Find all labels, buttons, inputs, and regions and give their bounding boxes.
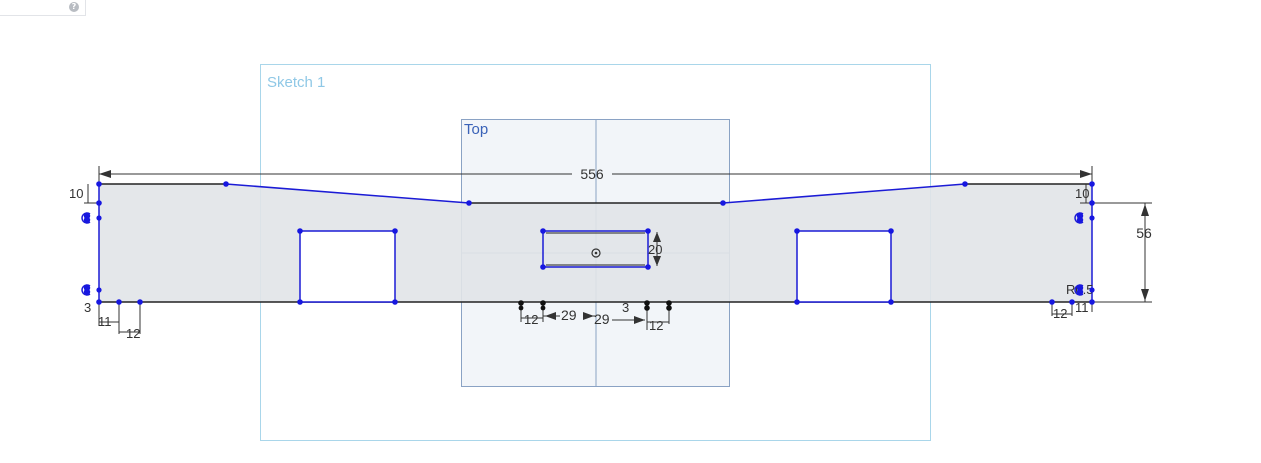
dimension-height-label[interactable]: 56 xyxy=(1136,225,1152,241)
point xyxy=(297,299,303,305)
point xyxy=(794,228,800,234)
point xyxy=(794,299,800,305)
point xyxy=(1089,181,1095,187)
origin-point[interactable] xyxy=(591,248,601,258)
help-icon[interactable]: ? xyxy=(69,2,79,12)
dimension-left-top-offset[interactable] xyxy=(84,184,97,204)
sketch-label[interactable]: Sketch 1 xyxy=(267,74,325,91)
point xyxy=(96,215,102,221)
left-cutout[interactable] xyxy=(299,230,396,303)
point xyxy=(666,300,672,306)
left-fillet-group[interactable] xyxy=(81,212,91,296)
dimension-center-bottom[interactable] xyxy=(520,304,670,330)
slope-edge-right[interactable] xyxy=(722,183,966,204)
point xyxy=(1069,299,1075,305)
help-panel: ? xyxy=(0,0,86,16)
dimension-right-gaps[interactable] xyxy=(1051,304,1093,316)
point xyxy=(1089,215,1095,221)
origin-dot xyxy=(594,251,598,255)
center-slot[interactable] xyxy=(542,230,649,268)
point xyxy=(1089,287,1095,293)
point xyxy=(1089,299,1095,305)
point xyxy=(540,264,546,270)
dimension-center-bottom-offset-label[interactable]: 3 xyxy=(622,300,629,315)
point xyxy=(540,300,546,306)
dimension-center-right-width-label[interactable]: 12 xyxy=(649,318,663,333)
point xyxy=(540,228,546,234)
point xyxy=(645,264,651,270)
point xyxy=(83,216,91,224)
dimension-right-top-offset-label[interactable]: 10 xyxy=(1075,186,1089,201)
constraint-points[interactable] xyxy=(518,300,672,311)
plane-label[interactable]: Top xyxy=(464,121,488,138)
dimension-left-gap-b-label[interactable]: 12 xyxy=(126,326,140,341)
point xyxy=(644,305,650,311)
point xyxy=(96,181,102,187)
point xyxy=(666,305,672,311)
dimension-slot-height[interactable] xyxy=(653,232,661,266)
point xyxy=(1049,299,1055,305)
dimension-slot-height-label[interactable]: 20 xyxy=(648,242,662,257)
dimension-center-left-width-label[interactable]: 12 xyxy=(524,312,538,327)
point xyxy=(96,200,102,206)
dimension-center-right-distance-label[interactable]: 29 xyxy=(594,311,610,327)
dimension-left-gaps[interactable] xyxy=(98,304,141,334)
slope-edge-left[interactable] xyxy=(225,183,470,204)
point xyxy=(888,299,894,305)
point xyxy=(1076,216,1084,224)
right-cutout[interactable] xyxy=(796,230,892,303)
point xyxy=(137,299,143,305)
point xyxy=(83,288,91,296)
point xyxy=(116,299,122,305)
dimension-overall-width[interactable] xyxy=(98,166,1093,182)
point xyxy=(962,181,968,187)
point xyxy=(297,228,303,234)
point xyxy=(720,200,726,206)
point xyxy=(518,300,524,306)
point xyxy=(645,228,651,234)
dimension-left-bottom-offset-label[interactable]: 3 xyxy=(84,300,91,315)
point xyxy=(1089,200,1095,206)
point xyxy=(96,299,102,305)
point xyxy=(223,181,229,187)
dimension-height[interactable] xyxy=(1094,202,1152,303)
point xyxy=(644,300,650,306)
point xyxy=(392,299,398,305)
dimension-center-left-distance-label[interactable]: 29 xyxy=(561,307,577,323)
point xyxy=(518,305,524,311)
dimension-overall-width-label[interactable]: 556 xyxy=(580,166,604,182)
dimension-right-gap-b-label[interactable]: 11 xyxy=(1075,300,1089,315)
dimension-left-gap-a-label[interactable]: 11 xyxy=(98,314,112,329)
sketch-points[interactable] xyxy=(83,181,1095,305)
dimension-left-top-offset-label[interactable]: 10 xyxy=(69,186,83,201)
point xyxy=(888,228,894,234)
point xyxy=(540,305,546,311)
point xyxy=(96,287,102,293)
point xyxy=(466,200,472,206)
point xyxy=(1076,288,1084,296)
dimension-right-gap-a-label[interactable]: 12 xyxy=(1053,306,1067,321)
point xyxy=(392,228,398,234)
